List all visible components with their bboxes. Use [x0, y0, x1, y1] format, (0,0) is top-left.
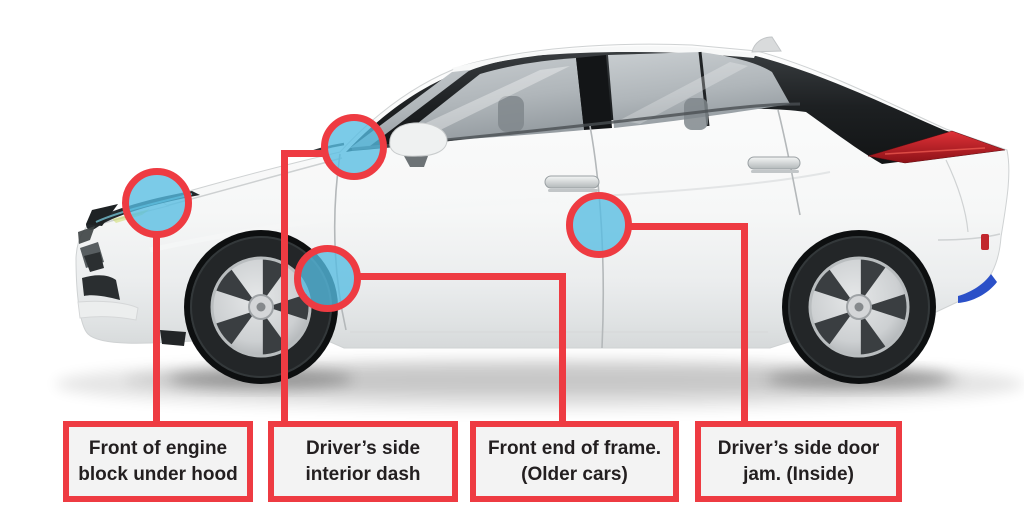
- label-interior-dash-line2: interior dash: [305, 463, 421, 485]
- label-door-jamb-line2: jam. (Inside): [743, 463, 854, 485]
- rear-bumper-details: [937, 159, 1001, 303]
- label-interior-dash-line1: Driver’s side: [305, 437, 421, 459]
- label-engine-block-line1: Front of engine: [88, 437, 228, 459]
- front-bumper-details: [77, 226, 186, 346]
- front-window: [394, 58, 584, 142]
- b-pillar: [576, 55, 612, 130]
- roof-panel: [452, 46, 756, 76]
- label-door-jamb: Driver’s side door jam. (Inside): [695, 421, 902, 502]
- label-frame-front-line1: Front end of frame.: [487, 437, 662, 459]
- label-engine-block: Front of engine block under hood: [63, 421, 253, 502]
- connector-door-jamb-horizontal: [627, 223, 748, 230]
- frame-front-marker: [294, 245, 361, 312]
- rear-window: [608, 52, 790, 128]
- tail-light: [867, 130, 1006, 164]
- door-jamb-marker: [566, 192, 632, 258]
- connector-interior-dash-vertical: [281, 150, 288, 424]
- engine-block-marker: [122, 168, 192, 238]
- door-handles: [544, 156, 801, 192]
- connector-engine-block: [153, 234, 160, 424]
- label-frame-front-line2: (Older cars): [521, 463, 628, 485]
- connector-interior-dash-horizontal: [281, 150, 325, 157]
- label-frame-front: Front end of frame. (Older cars): [470, 421, 679, 502]
- antenna-fin: [751, 36, 782, 53]
- side-mirror: [389, 122, 448, 167]
- rear-blue-accent: [958, 274, 997, 303]
- label-interior-dash: Driver’s side interior dash: [268, 421, 458, 502]
- connector-frame-front-vertical: [559, 273, 566, 424]
- label-door-jamb-line1: Driver’s side door: [717, 437, 880, 459]
- interior-dash-marker: [321, 114, 387, 180]
- car-greenhouse: [346, 36, 1002, 164]
- rear-wheel: [780, 228, 938, 386]
- label-engine-block-line2: block under hood: [78, 463, 238, 485]
- rear-reflector: [981, 234, 989, 250]
- connector-frame-front-horizontal: [358, 273, 566, 280]
- connector-door-jamb-vertical: [741, 223, 748, 424]
